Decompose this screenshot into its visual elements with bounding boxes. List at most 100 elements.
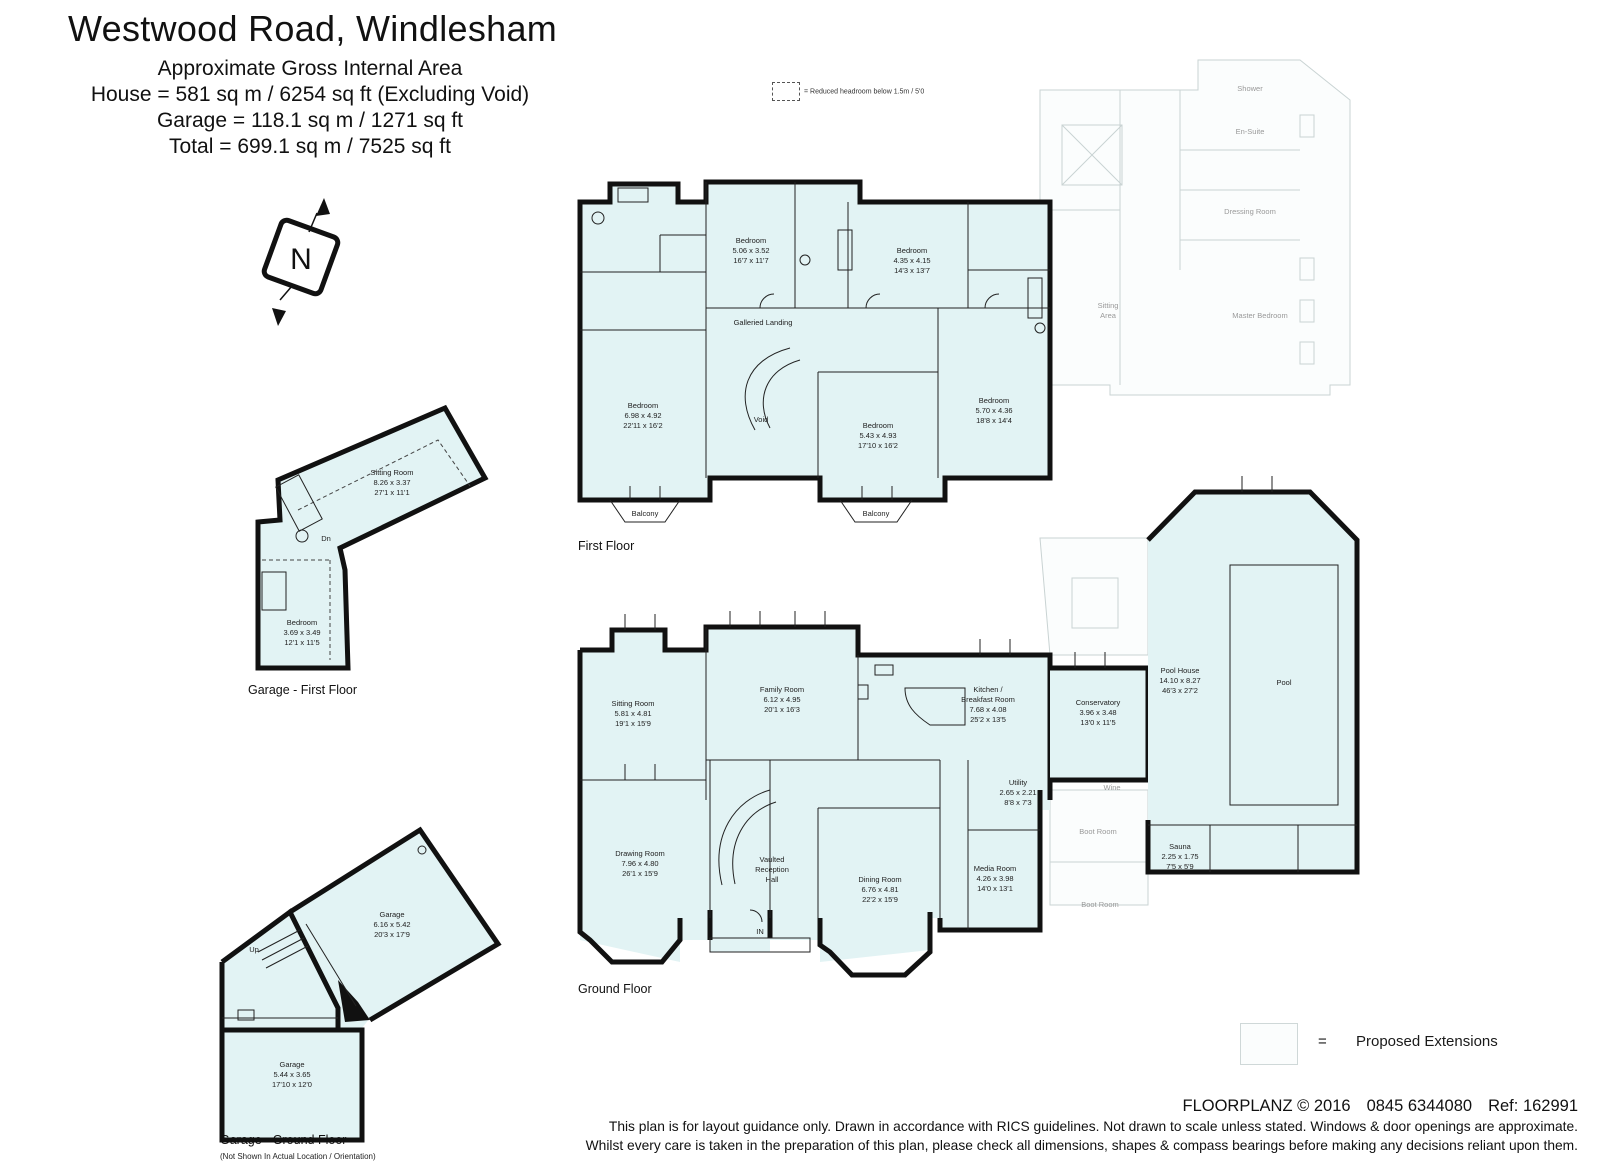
- proposed-extensions-equals: =: [1318, 1033, 1327, 1050]
- ff-bedroom-c-metric: 4.35 x 4.15: [893, 256, 930, 265]
- garage-b-metric: 5.44 x 3.65: [273, 1070, 310, 1079]
- void-label: Void: [754, 415, 769, 424]
- area-heading: Approximate Gross Internal Area: [157, 57, 463, 80]
- ff-bedroom-a-imperial: 22'11 x 16'2: [623, 421, 662, 430]
- gf-dining-imperial: 22'2 x 15'9: [862, 895, 898, 904]
- gf-media-name: Media Room: [974, 864, 1017, 873]
- garage-ground-floor-plan: Garage 6.16 x 5.42 20'3 x 17'9 Garage 5.…: [219, 826, 502, 1147]
- gf-drawing-metric: 7.96 x 4.80: [621, 859, 658, 868]
- first-floor-label: First Floor: [578, 539, 634, 553]
- compass-letter: N: [290, 243, 312, 276]
- ff-bedroom-a-name: Bedroom: [628, 401, 658, 410]
- gf-sauna-name: Sauna: [1169, 842, 1192, 851]
- gf-media-metric: 4.26 x 3.98: [976, 874, 1013, 883]
- gf-kitchen-name-2: Breakfast Room: [961, 695, 1015, 704]
- gf-media-imperial: 14'0 x 13'1: [977, 884, 1013, 893]
- total-area: Total = 699.1 sq m / 7525 sq ft: [169, 135, 451, 158]
- gf-family-metric: 6.12 x 4.95: [763, 695, 800, 704]
- reduced-headroom-swatch: [772, 82, 800, 101]
- wine-label: Wine: [1103, 783, 1120, 792]
- ff-bedroom-d-metric: 5.43 x 4.93: [859, 431, 896, 440]
- boot-room-label-2: Boot Room: [1081, 900, 1119, 909]
- gf1-bedroom-name: Bedroom: [287, 618, 317, 627]
- proposed-extensions-swatch: [1240, 1023, 1298, 1065]
- master-bedroom-label: Master Bedroom: [1232, 311, 1287, 320]
- gf-drawing-name: Drawing Room: [615, 849, 665, 858]
- gf1-sitting-name: Sitting Room: [371, 468, 414, 477]
- gf-utility-name: Utility: [1009, 778, 1028, 787]
- gf1-sitting-imperial: 27'1 x 11'1: [374, 488, 409, 497]
- gf-utility-metric: 2.65 x 2.21: [999, 788, 1036, 797]
- footer-disclaimer-1: This plan is for layout guidance only. D…: [608, 1119, 1578, 1134]
- footer-ref: Ref: 162991: [1488, 1097, 1578, 1115]
- house-area: House = 581 sq m / 6254 sq ft (Excluding…: [90, 83, 530, 106]
- reduced-headroom-legend: = Reduced headroom below 1.5m / 5'0: [772, 82, 924, 101]
- ground-floor-label: Ground Floor: [578, 982, 652, 996]
- proposed-extensions-text: Proposed Extensions: [1356, 1033, 1498, 1050]
- ff-bedroom-a-metric: 6.98 x 4.92: [624, 411, 661, 420]
- gf-kitchen-metric: 7.68 x 4.08: [969, 705, 1006, 714]
- gf-reception-3: Hall: [766, 875, 779, 884]
- gf-sitting-name: Sitting Room: [612, 699, 655, 708]
- gf-kitchen-name-1: Kitchen /: [973, 685, 1003, 694]
- gf-pool-house-imperial: 46'3 x 27'2: [1162, 686, 1198, 695]
- ff-bedroom-b-metric: 5.06 x 3.52: [732, 246, 769, 255]
- gf-family-name: Family Room: [760, 685, 804, 694]
- gf-pool-house-name: Pool House: [1161, 666, 1200, 675]
- reduced-headroom-text: = Reduced headroom below 1.5m / 5'0: [804, 88, 925, 96]
- gf-conservatory-name: Conservatory: [1076, 698, 1121, 707]
- sitting-area-label: Sitting: [1098, 301, 1119, 310]
- gf-kitchen-imperial: 25'2 x 13'5: [970, 715, 1006, 724]
- gf-sauna-metric: 2.25 x 1.75: [1161, 852, 1198, 861]
- gf-pool-label: Pool: [1276, 678, 1291, 687]
- footer: FLOORPLANZ © 2016 0845 6344080 Ref: 162991…: [586, 1095, 1578, 1155]
- garage-first-floor-label: Garage - First Floor: [248, 683, 357, 697]
- ff-bedroom-e-name: Bedroom: [979, 396, 1009, 405]
- area-summary: Approximate Gross Internal Area House = …: [60, 56, 560, 160]
- galleried-landing-label: Galleried Landing: [734, 318, 793, 327]
- garage-location-note: (Not Shown In Actual Location / Orientat…: [220, 1152, 376, 1161]
- ff-bedroom-e-metric: 5.70 x 4.36: [975, 406, 1012, 415]
- gf-utility-imperial: 8'8 x 7'3: [1004, 798, 1031, 807]
- gf-conservatory-metric: 3.96 x 3.48: [1079, 708, 1116, 717]
- gf-dining-name: Dining Room: [858, 875, 901, 884]
- ground-floor-plan: Sitting Room 5.81 x 4.81 19'1 x 15'9 Fam…: [577, 476, 1360, 996]
- footer-disclaimer-2: Whilst every care is taken in the prepar…: [585, 1138, 1578, 1153]
- ensuite-label: En-Suite: [1236, 127, 1265, 136]
- footer-ref-line: FLOORPLANZ © 2016 0845 6344080 Ref: 162991: [586, 1095, 1579, 1117]
- proposed-extensions-legend: = Proposed Extensions: [1240, 1023, 1540, 1067]
- first-floor-proposed-extension: Shower En-Suite Dressing Room Sitting Ar…: [1039, 59, 1351, 396]
- ff-bedroom-d-name: Bedroom: [863, 421, 893, 430]
- ff-bedroom-d-imperial: 17'10 x 16'2: [858, 441, 898, 450]
- gf-pool-house-metric: 14.10 x 8.27: [1159, 676, 1200, 685]
- gf1-bedroom-imperial: 12'1 x 11'5: [284, 638, 319, 647]
- gf1-sitting-metric: 8.26 x 3.37: [373, 478, 410, 487]
- gf-family-imperial: 20'1 x 16'3: [764, 705, 800, 714]
- entrance-in-label: IN: [756, 927, 764, 936]
- gf1-bedroom-metric: 3.69 x 3.49: [283, 628, 320, 637]
- garage-a-imperial: 20'3 x 17'9: [374, 930, 410, 939]
- balcony-label-2: Balcony: [863, 509, 890, 518]
- gf1-down-label: Dn: [321, 534, 331, 543]
- gf-sitting-metric: 5.81 x 4.81: [614, 709, 651, 718]
- footer-phone: 0845 6344080: [1366, 1097, 1473, 1115]
- garage-ground-floor-label: Garage - Ground Floor: [220, 1133, 346, 1147]
- gf-dining-metric: 6.76 x 4.81: [861, 885, 898, 894]
- gf-conservatory-imperial: 13'0 x 11'5: [1080, 718, 1115, 727]
- ground-floor-proposed-extension: Wine Boot Room Boot Room: [1039, 537, 1149, 909]
- garage-up-label: Up: [249, 945, 259, 954]
- dressing-room-label: Dressing Room: [1224, 207, 1276, 216]
- gf-sauna-imperial: 7'5 x 5'9: [1166, 862, 1193, 871]
- compass-icon: N: [261, 198, 341, 326]
- gf-reception-1: Vaulted: [760, 855, 785, 864]
- garage-b-imperial: 17'10 x 12'0: [272, 1080, 312, 1089]
- gf-drawing-imperial: 26'1 x 15'9: [622, 869, 658, 878]
- first-floor-plan: Bedroom 6.98 x 4.92 22'11 x 16'2 Bedroom…: [577, 179, 1053, 553]
- garage-a-metric: 6.16 x 5.42: [373, 920, 410, 929]
- gf-sitting-imperial: 19'1 x 15'9: [615, 719, 651, 728]
- ff-bedroom-c-name: Bedroom: [897, 246, 927, 255]
- footer-brand: FLOORPLANZ © 2016: [1182, 1097, 1351, 1115]
- shower-label: Shower: [1237, 84, 1263, 93]
- gf-reception-2: Reception: [755, 865, 789, 874]
